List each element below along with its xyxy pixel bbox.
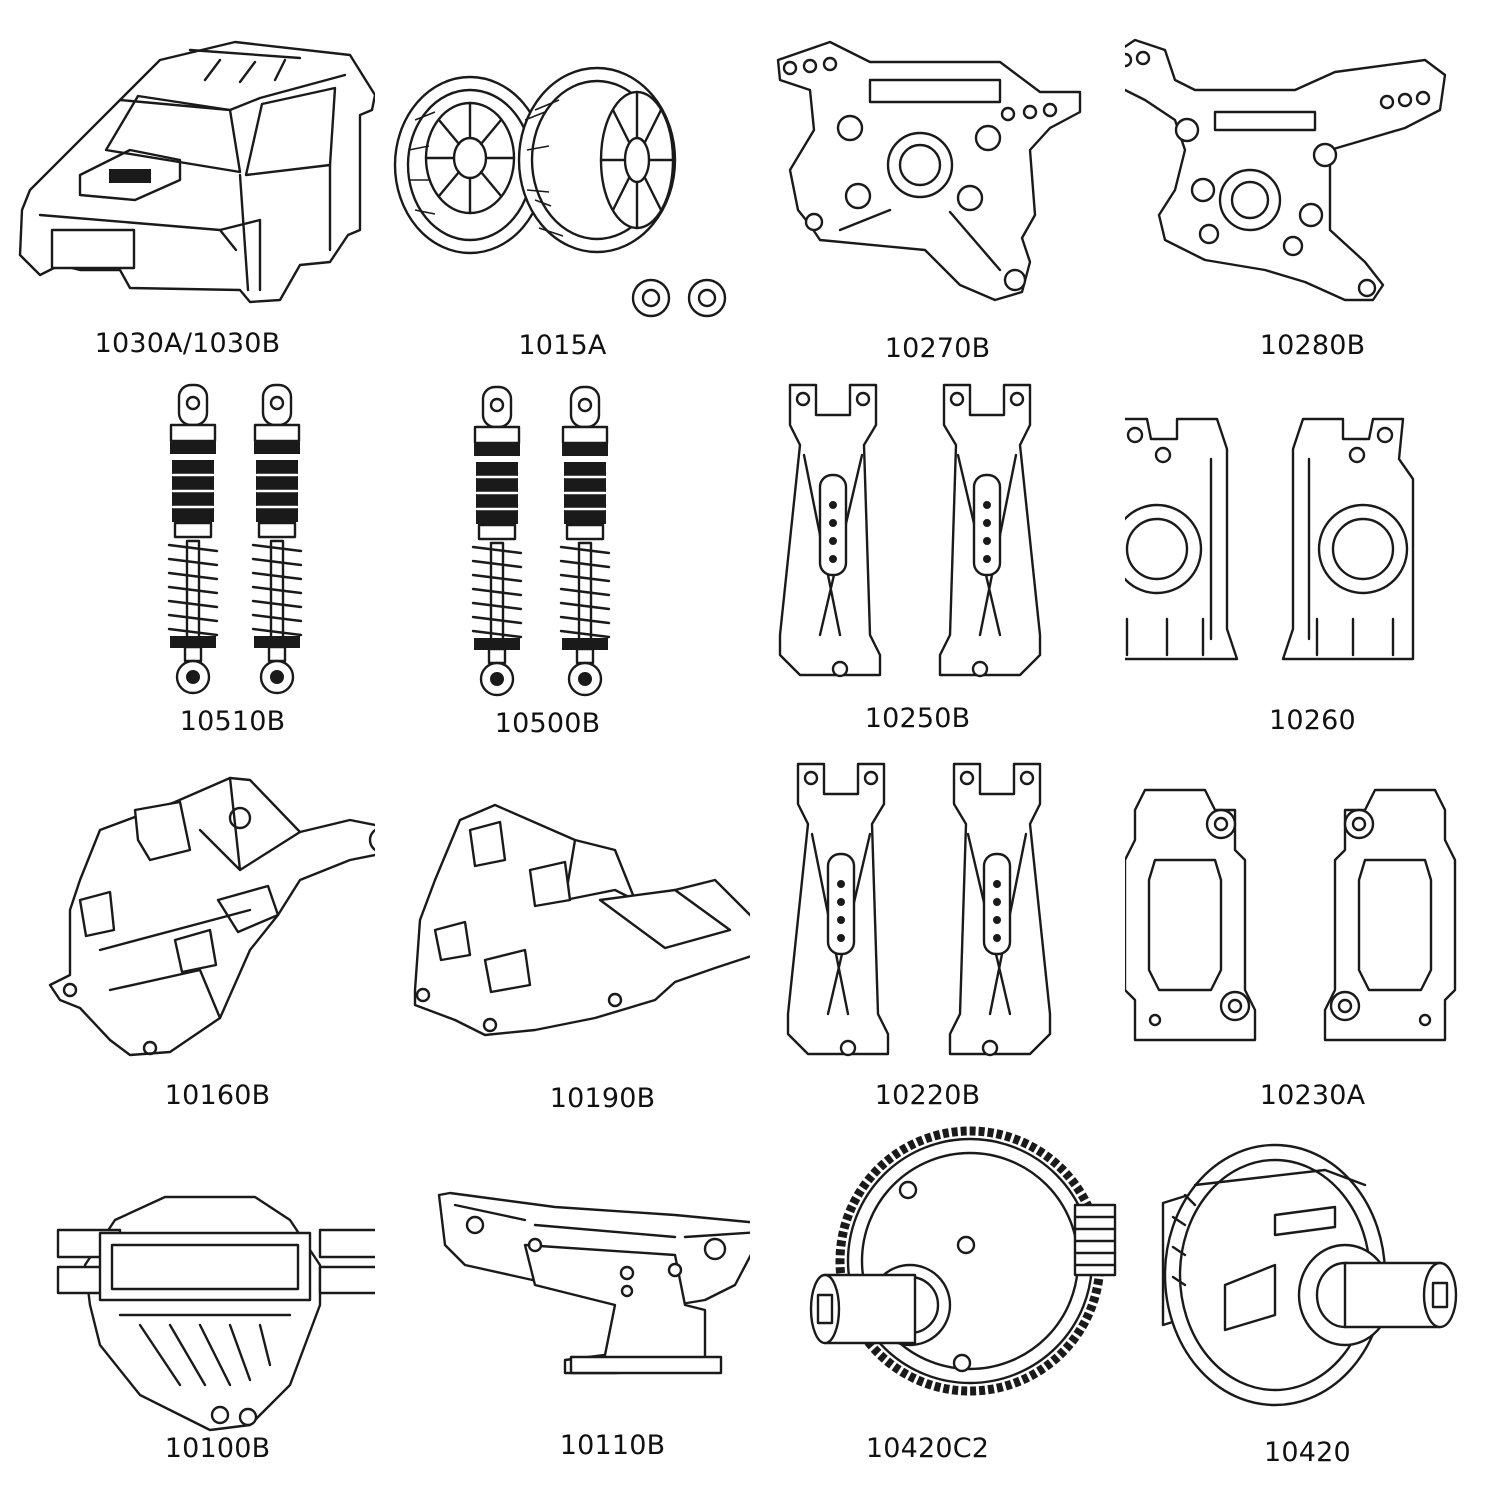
shock-tower-icon — [1125, 38, 1447, 302]
part-cell-10510b: 10510B — [0, 375, 375, 750]
differential-icon — [1161, 1143, 1458, 1407]
gearbox-housing-icon — [48, 776, 375, 1057]
part-code: 10420C2 — [865, 1433, 990, 1464]
part-cell-10280b: 10280B — [1125, 0, 1500, 375]
shock-tower-icon — [776, 40, 1082, 302]
part-cell-1030a: 1030A/1030B — [0, 0, 375, 375]
part-cell-10160b: 10160B — [0, 750, 375, 1125]
spur-gear-differential-icon — [809, 1126, 1117, 1396]
part-cell-10100b: 10100B — [0, 1125, 375, 1500]
shock-absorber-pair-icon — [167, 383, 303, 695]
steering-hub-pair-icon — [1125, 417, 1415, 661]
part-cell-10250b: 10250B — [750, 375, 1125, 750]
part-code: 10500B — [494, 708, 601, 739]
part-code: 10420 — [1264, 1437, 1351, 1468]
part-code: 10230A — [1259, 1080, 1366, 1111]
part-cell-10220b: 10220B — [750, 750, 1125, 1125]
part-code: 10160B — [164, 1080, 271, 1111]
part-code: 10260 — [1269, 705, 1356, 736]
part-cell-10230a: 10230A — [1125, 750, 1500, 1125]
part-code: 1015A — [518, 330, 607, 361]
suspension-arm-pair-icon — [786, 762, 1052, 1057]
car-body-shell-icon — [18, 40, 375, 304]
part-code: 10190B — [549, 1083, 656, 1114]
tire-pair-icon — [393, 66, 727, 318]
part-code: 10100B — [164, 1433, 271, 1464]
bumper-icon — [437, 1191, 750, 1375]
part-cell-1015a: 1015A — [375, 0, 750, 375]
shock-absorber-pair-icon — [471, 385, 611, 697]
c-hub-pair-icon — [1125, 788, 1457, 1042]
part-code: 10510B — [179, 706, 286, 737]
part-code: 10220B — [874, 1080, 981, 1111]
part-cell-10190b: 10190B — [375, 750, 750, 1125]
part-cell-10110b: 10110B — [375, 1125, 750, 1500]
part-code: 10110B — [559, 1430, 666, 1461]
skid-plate-icon — [56, 1195, 375, 1432]
part-cell-10500b: 10500B — [375, 375, 750, 750]
suspension-arm-pair-icon — [778, 383, 1042, 678]
part-code: 1030A/1030B — [94, 328, 281, 359]
part-cell-10260: 10260 — [1125, 375, 1500, 750]
part-cell-10420c2: 10420C2 — [750, 1125, 1125, 1500]
gearbox-housing-icon — [413, 803, 750, 1037]
part-cell-10420: 10420 — [1125, 1125, 1500, 1500]
part-code: 10280B — [1259, 330, 1366, 361]
part-code: 10270B — [884, 333, 991, 364]
part-cell-10270b: 10270B — [750, 0, 1125, 375]
part-code: 10250B — [864, 703, 971, 734]
